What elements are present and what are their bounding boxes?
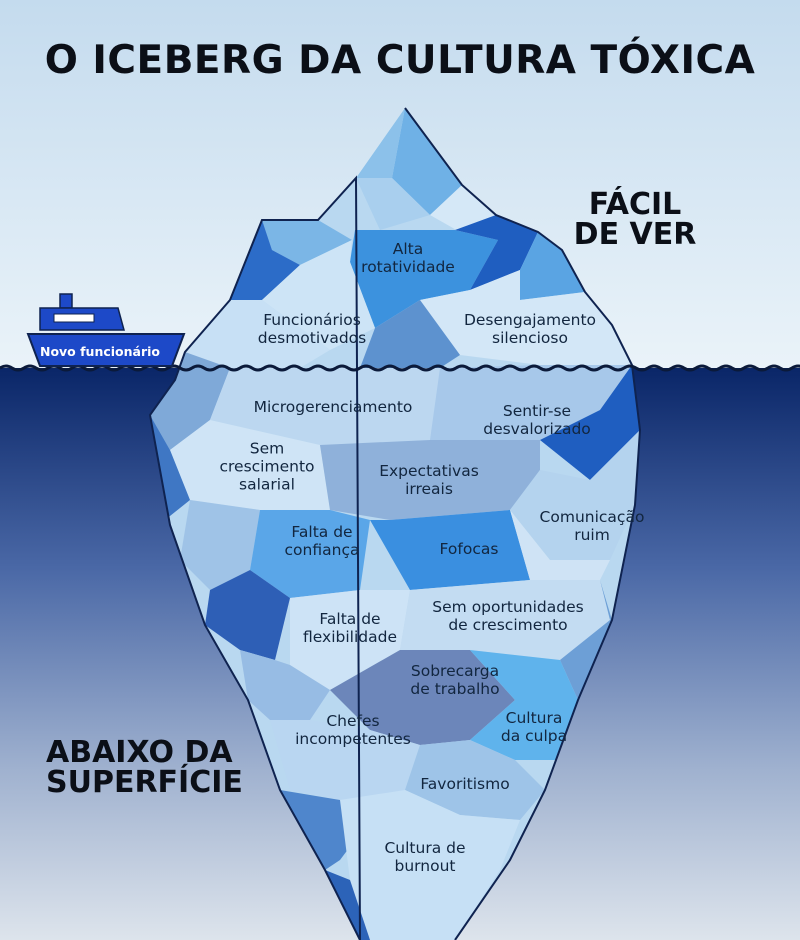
below-surface-line1: ABAIXO DA — [46, 738, 243, 768]
easy-to-see-label: FÁCIL DE VER — [560, 190, 710, 250]
iceberg-item-favoritismo: Favoritismo — [420, 776, 509, 794]
below-surface-label: ABAIXO DA SUPERFÍCIE — [46, 738, 243, 798]
below-surface-line2: SUPERFÍCIE — [46, 768, 243, 798]
easy-to-see-line1: FÁCIL — [560, 190, 710, 220]
iceberg-item-microgerenciamento: Microgerenciamento — [254, 399, 413, 417]
boat-label: Novo funcionário — [36, 344, 164, 359]
easy-to-see-line2: DE VER — [560, 220, 710, 250]
page-title: O ICEBERG DA CULTURA TÓXICA — [0, 38, 800, 83]
iceberg-item-fofocas: Fofocas — [440, 541, 499, 559]
